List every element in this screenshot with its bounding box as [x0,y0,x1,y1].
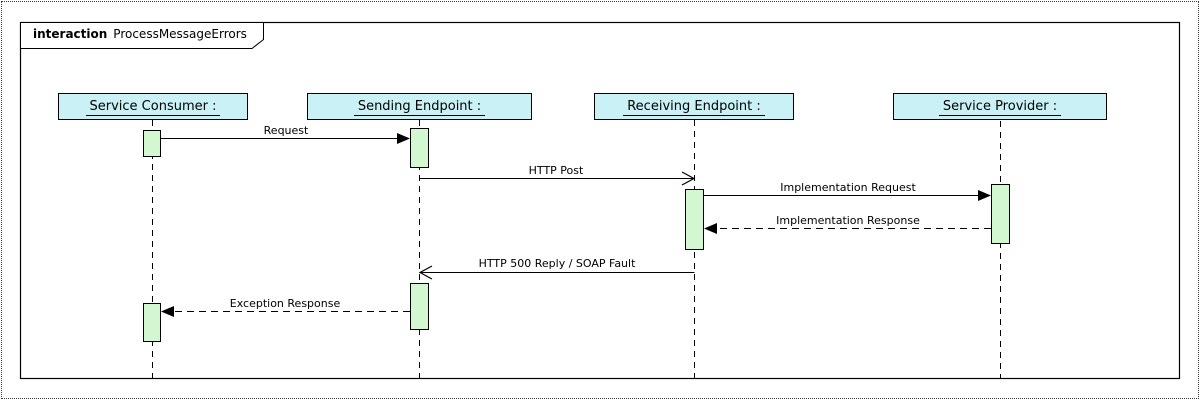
activation-receiving-endpoint [685,189,704,250]
lifeline-head-service-consumer: Service Consumer : [58,93,248,120]
activation-service-consumer-1 [143,130,161,157]
message-request [161,133,410,144]
message-label-http-post: HTTP Post [526,164,586,177]
activation-service-consumer-2 [143,303,161,342]
arrowhead-open [418,265,433,280]
arrowhead-filled [704,223,717,234]
activation-service-provider [991,184,1010,244]
message-label-implementation-request: Implementation Request [778,181,918,194]
frame-name-tab [20,22,264,49]
interaction-frame-border [19,21,1181,380]
message-label-request: Request [261,124,311,137]
lifeline-label: Sending Endpoint : [353,98,486,116]
arrowhead-open [681,171,696,186]
message-http-post [419,171,696,186]
message-implementation-response [704,223,991,234]
message-label-exception-response: Exception Response [227,297,343,310]
message-implementation-request [704,190,991,201]
lifeline-head-sending-endpoint: Sending Endpoint : [307,93,532,120]
message-label-http-500-reply: HTTP 500 Reply / SOAP Fault [476,257,638,270]
arrowhead-filled [161,306,174,317]
activation-sending-endpoint-2 [410,283,429,330]
lifeline-label: Service Provider : [938,98,1062,116]
arrowhead-filled [397,133,410,144]
arrowhead-filled [978,190,991,201]
lifeline-label: Service Consumer : [85,98,221,116]
lifeline-head-service-provider: Service Provider : [893,93,1107,120]
message-exception-response [161,306,410,317]
activation-sending-endpoint-1 [410,128,429,168]
lifeline-head-receiving-endpoint: Receiving Endpoint : [594,93,794,120]
frame-stereotype: interaction [33,27,108,41]
lifeline-label: Receiving Endpoint : [623,98,765,116]
message-http-500-reply [418,265,695,280]
frame-name: ProcessMessageErrors [113,27,247,41]
message-label-implementation-response: Implementation Response [774,214,922,227]
frame-title: interaction ProcessMessageErrors [33,27,247,41]
